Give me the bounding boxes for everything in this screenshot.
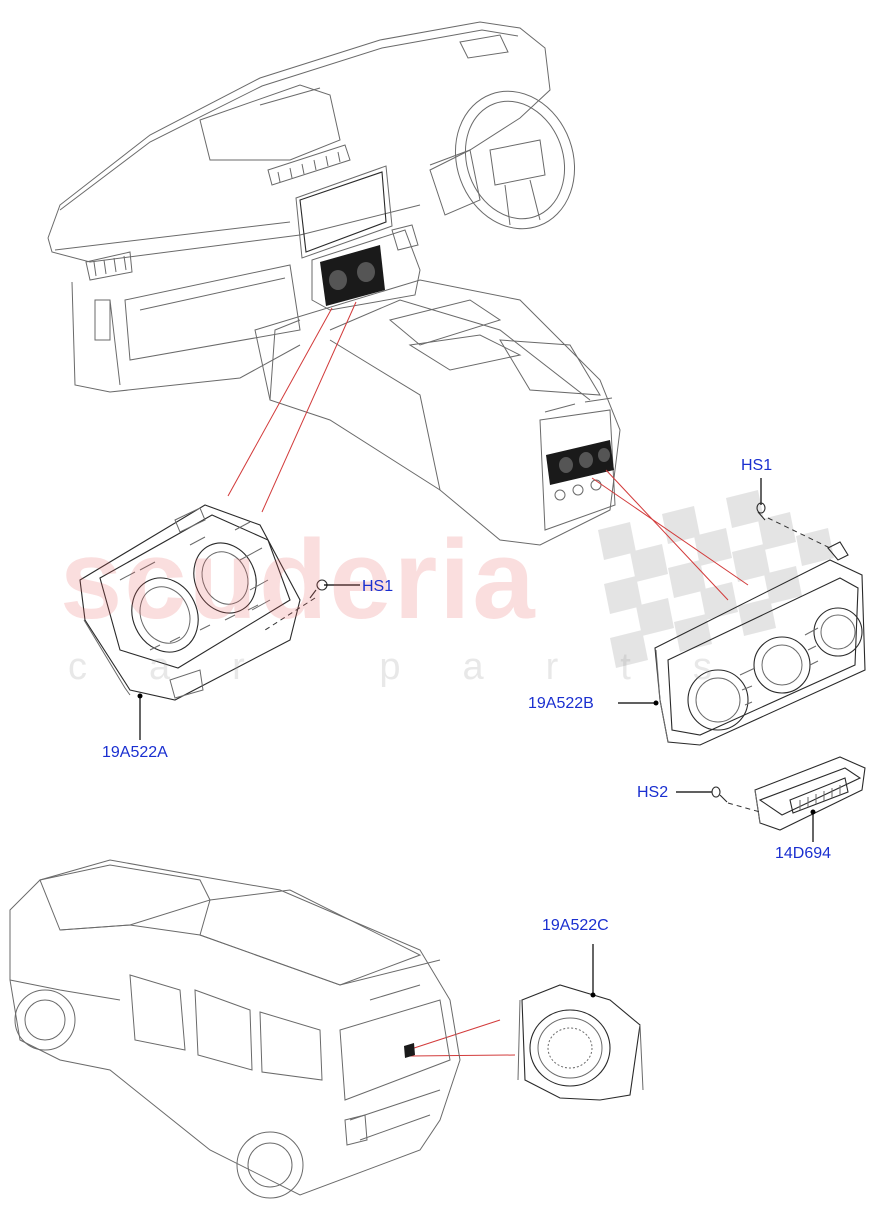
dash-climate-unit-highlight: [320, 245, 385, 306]
part-14d694-illustration: [754, 756, 866, 842]
callout-19a522b: 19A522B: [528, 695, 594, 712]
callout-19a522a: 19A522A: [102, 744, 168, 761]
checkered-flag-watermark: [598, 490, 834, 668]
leader-lines: [227, 301, 749, 1057]
callout-14d694: 14D694: [775, 845, 832, 862]
callout-hs2: HS2: [637, 784, 669, 801]
part-19a522c-illustration: [517, 944, 644, 1101]
screw-hs2: [676, 786, 761, 813]
watermark-brand: scuderia: [60, 517, 537, 642]
console-climate-unit-highlight: [546, 440, 614, 485]
callout-hs1-top: HS1: [741, 457, 773, 474]
vehicle-illustration: [9, 859, 461, 1199]
watermark-tagline: car parts: [68, 646, 774, 688]
callout-hs1-left: HS1: [362, 578, 394, 595]
screw-hs1-left: [261, 579, 360, 633]
dashboard-illustration: [47, 21, 621, 546]
screw-hs1-top: [756, 478, 831, 549]
part-19a522b-illustration: [618, 541, 866, 746]
part-19a522a-illustration: [79, 504, 301, 740]
callout-19a522c: 19A522C: [542, 917, 609, 934]
